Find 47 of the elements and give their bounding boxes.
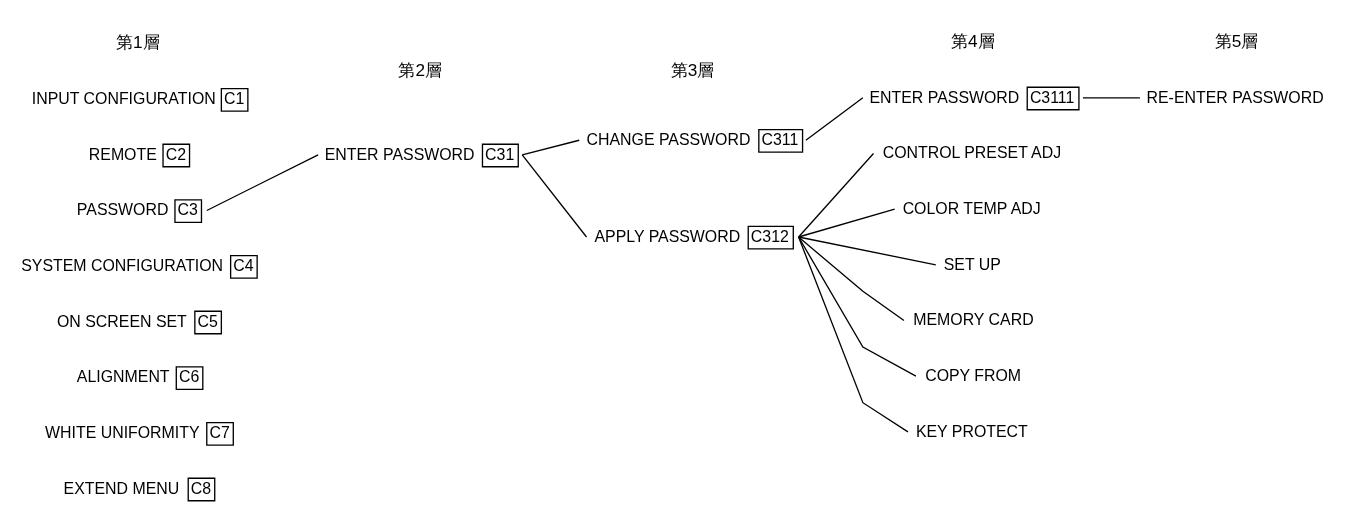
node-label: ENTER PASSWORD xyxy=(869,88,1020,106)
connector xyxy=(521,139,580,155)
connector xyxy=(797,235,937,265)
connector xyxy=(805,96,864,141)
label: 第4層 xyxy=(951,30,995,51)
connector xyxy=(206,153,319,211)
node-box: C312 xyxy=(747,225,794,250)
connector xyxy=(797,152,875,238)
connector xyxy=(1082,96,1141,98)
node-box: C6 xyxy=(175,365,204,390)
label: 第3層 xyxy=(670,59,715,80)
node-box: C4 xyxy=(229,254,258,279)
node-text: COLOR TEMP ADJ xyxy=(902,199,1041,217)
node-label: REMOTE xyxy=(88,145,157,163)
node-box: C8 xyxy=(187,477,216,501)
label: 第1層 xyxy=(116,31,160,52)
node-box: C3111 xyxy=(1026,86,1080,110)
node-text: KEY PROTECT xyxy=(915,422,1028,440)
connector xyxy=(797,235,909,432)
node-box: C311 xyxy=(758,128,804,153)
node-text: MEMORY CARD xyxy=(913,310,1034,328)
label: 第2層 xyxy=(398,59,442,80)
node-label: APPLY PASSWORD xyxy=(594,227,741,245)
connector xyxy=(521,153,588,238)
node-label: ENTER PASSWORD xyxy=(324,145,475,163)
node-label: PASSWORD xyxy=(76,200,169,218)
node-text: CONTROL PRESET ADJ xyxy=(882,143,1062,161)
node-label: CHANGE PASSWORD xyxy=(586,130,751,148)
node-box: C5 xyxy=(194,310,223,334)
node-label: EXTEND MENU xyxy=(63,479,180,497)
node-label: INPUT CONFIGURATION xyxy=(31,89,216,107)
node-label: ALIGNMENT xyxy=(76,367,170,385)
label: 第5層 xyxy=(1214,30,1259,51)
node-box: C31 xyxy=(481,143,519,167)
node-box: C3 xyxy=(174,198,203,223)
node-label: ON SCREEN SET xyxy=(57,312,187,330)
connector xyxy=(797,235,917,377)
node-text: SET UP xyxy=(943,255,1001,273)
node-label: WHITE UNIFORMITY xyxy=(45,423,200,441)
node-text: RE-ENTER PASSWORD xyxy=(1146,88,1324,106)
node-box: C7 xyxy=(206,421,234,446)
connector xyxy=(797,235,905,321)
node-box: C1 xyxy=(220,87,249,112)
node-box: C2 xyxy=(162,143,191,167)
node-text: COPY FROM xyxy=(925,366,1022,384)
connector xyxy=(797,208,896,238)
node-label: SYSTEM CONFIGURATION xyxy=(21,256,224,274)
